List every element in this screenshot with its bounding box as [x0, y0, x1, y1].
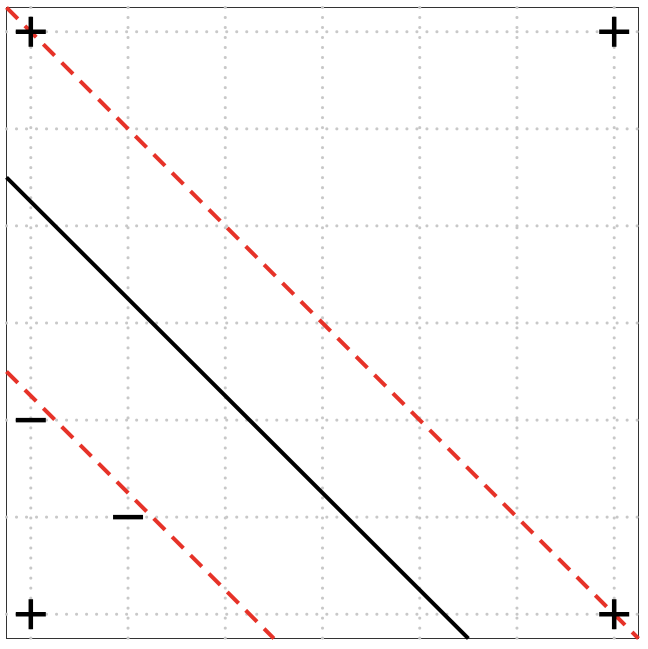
data-points — [15, 16, 630, 630]
positive-point — [15, 16, 46, 47]
boundary-lines — [5, 6, 640, 640]
margin-line-1 — [5, 6, 640, 640]
positive-point — [15, 599, 46, 630]
margin-line-2 — [5, 370, 276, 640]
decision-boundary-line — [5, 175, 470, 640]
positive-point — [599, 599, 630, 630]
positive-point — [599, 16, 630, 47]
